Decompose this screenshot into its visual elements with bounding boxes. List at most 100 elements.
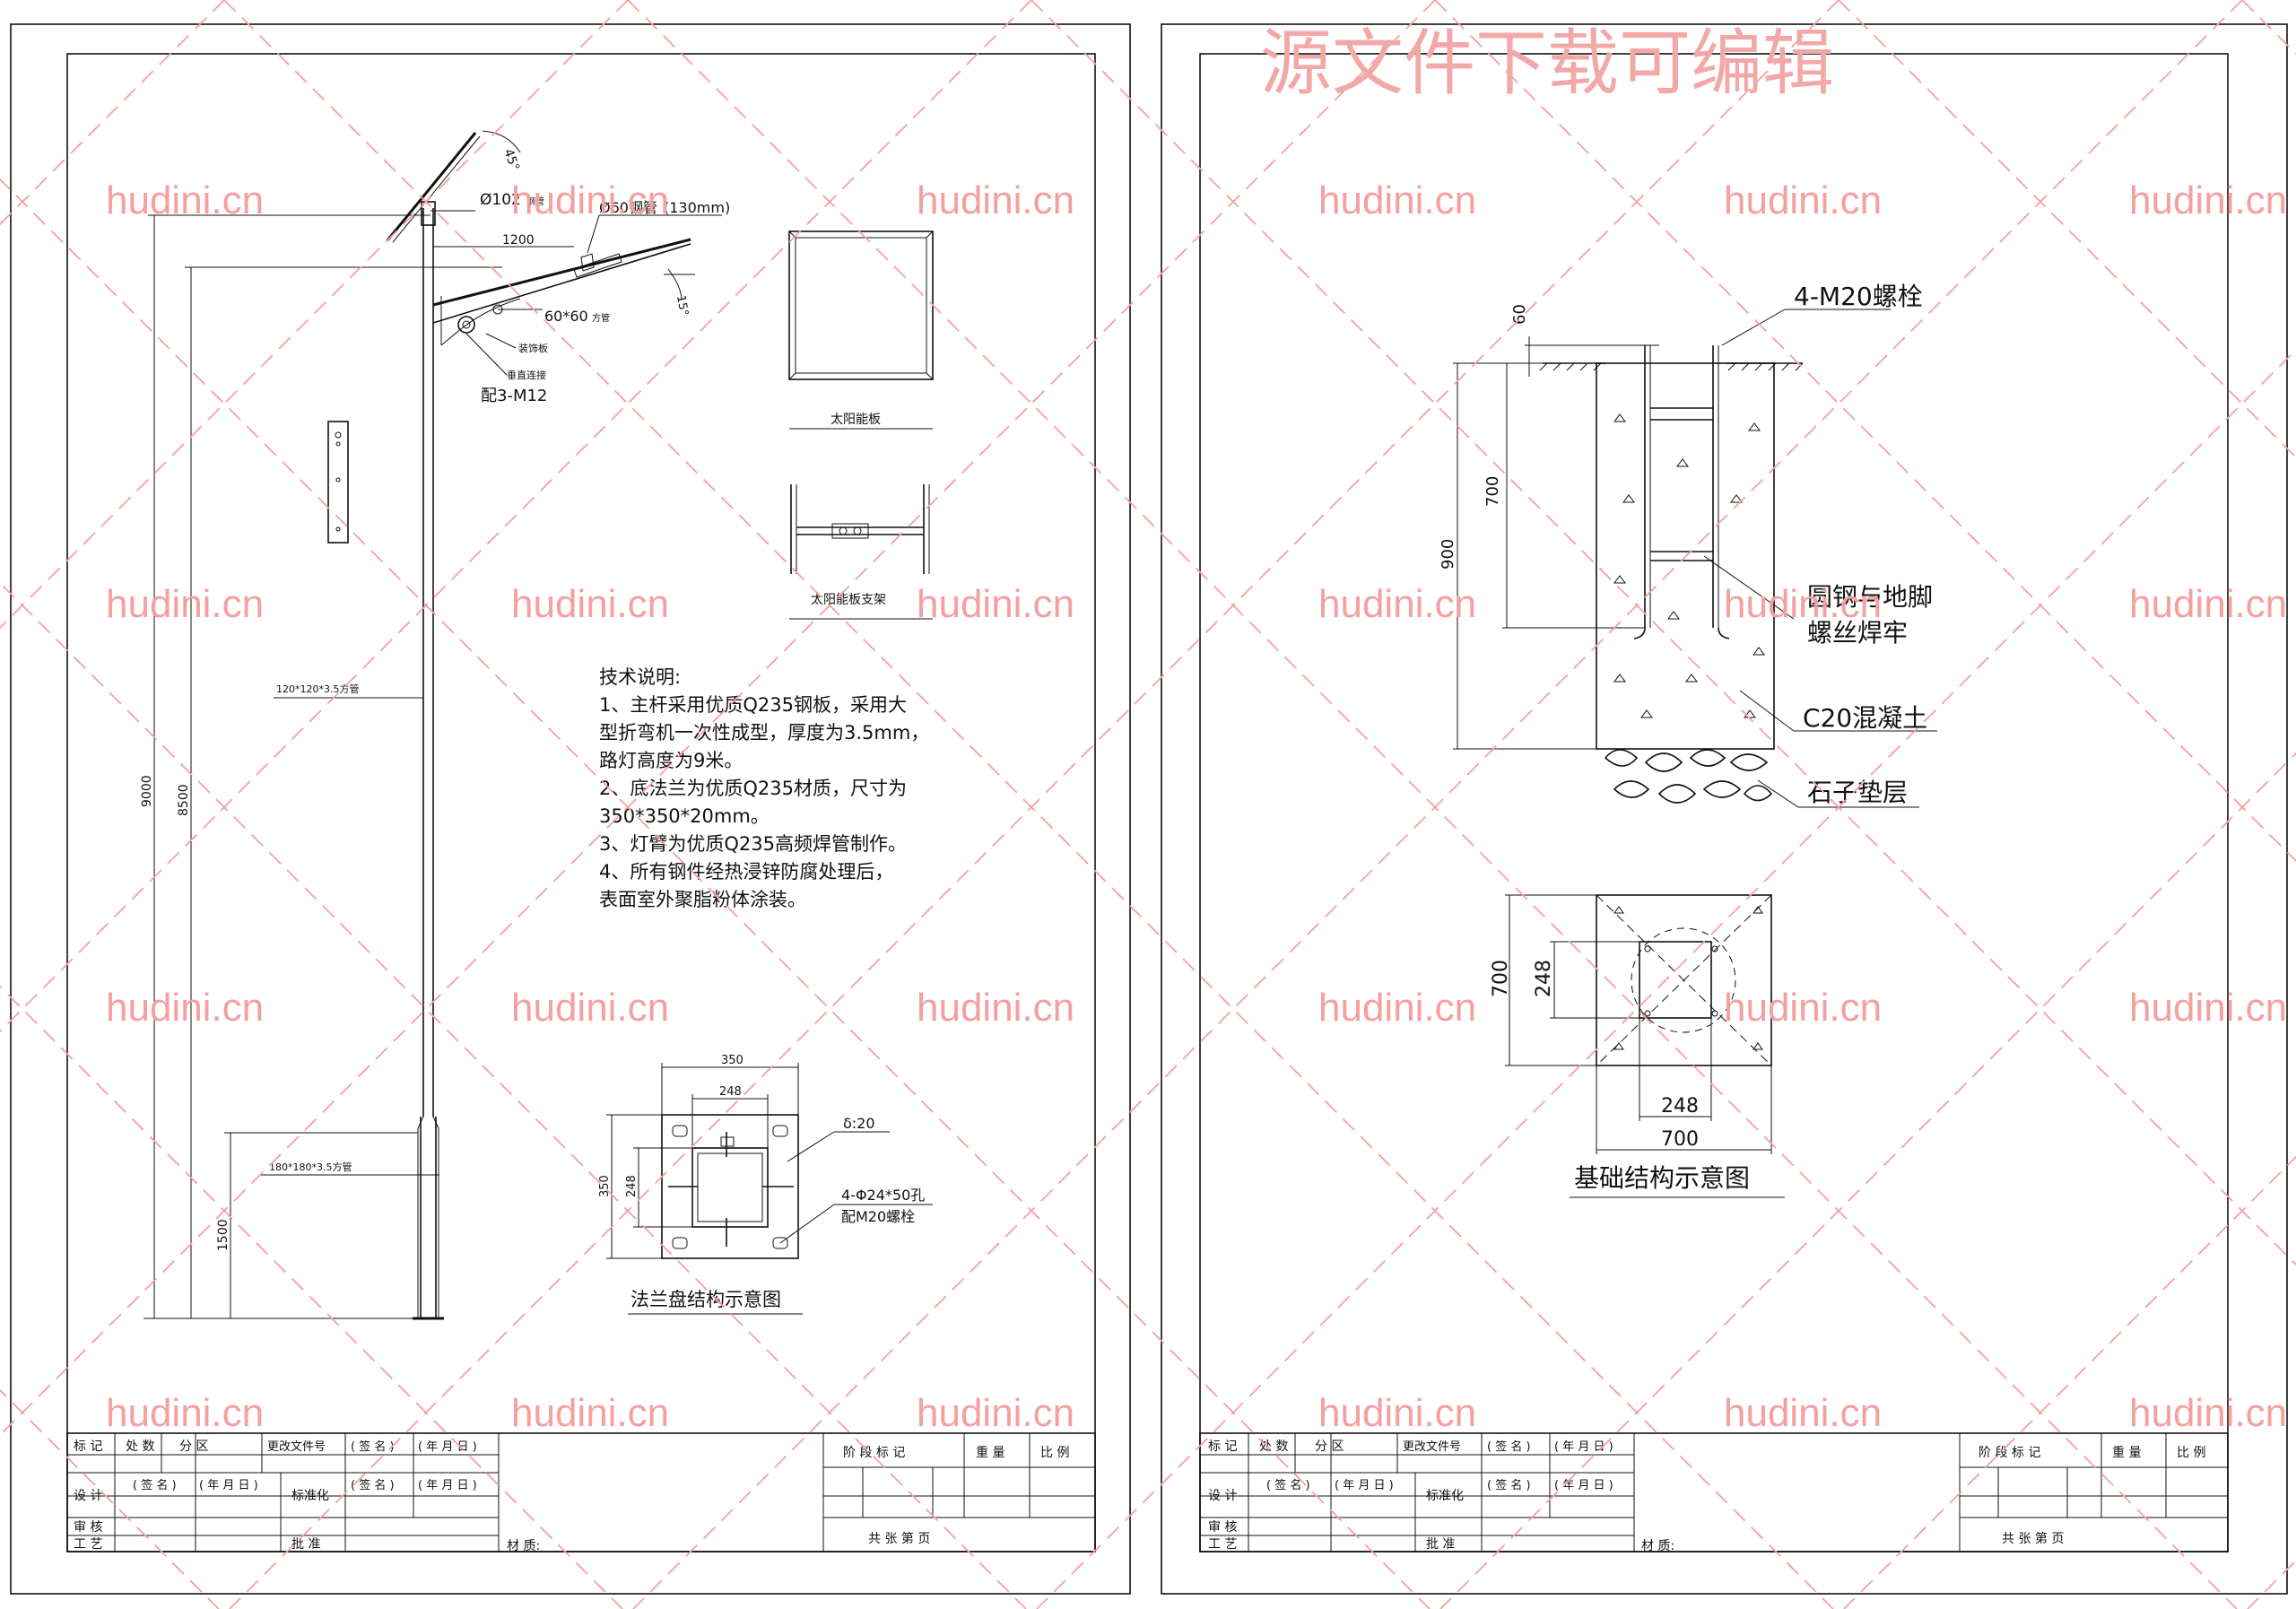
site-watermark: hudini.cn: [511, 986, 669, 1030]
solar-panel-detail: 太阳能板: [788, 230, 934, 430]
solar-bracket-label: 太阳能板支架: [811, 593, 886, 607]
tb-review: 审 核: [74, 1520, 102, 1535]
solar-bracket-detail: 太阳能板支架: [789, 484, 933, 620]
watermark-line: [1843, 1155, 2296, 1609]
watermark-line: [0, 178, 1431, 1609]
watermark-line: [1434, 0, 2296, 863]
flange-thickness-label: δ:20: [843, 1115, 875, 1132]
tb-stage: 阶 段 标 记: [843, 1446, 905, 1460]
flange-detail: 350 248 350 248 δ:20 4-Φ24*50孔 配M20螺栓 法兰…: [598, 1054, 933, 1315]
panel-angle-label: 45°: [500, 147, 522, 173]
watermark-line: [0, 581, 1027, 1609]
tech-line: 350*350*20mm。: [599, 805, 770, 827]
site-watermark: hudini.cn: [917, 178, 1074, 222]
site-watermark: hudini.cn: [106, 178, 264, 222]
lower-tube-label: 180*180*3.5方管: [269, 1161, 352, 1173]
flange-height-248-label: 248: [625, 1175, 639, 1197]
flange-bolt-label: 配M20螺栓: [841, 1208, 915, 1225]
watermark-line: [229, 0, 1839, 1609]
weld-note-line2: 螺丝焊牢: [1807, 618, 1908, 648]
tb-count: 处 数: [1259, 1439, 1288, 1454]
foundation-700-label: 700: [1483, 476, 1502, 507]
tb-design-sign: ( 签 名 ): [1266, 1478, 1310, 1492]
gravel-label: 石子垫层: [1807, 778, 1908, 807]
flange-height-350-label: 350: [598, 1175, 612, 1197]
tech-line: 型折弯机一次性成型，厚度为3.5mm，: [599, 722, 929, 744]
watermark-line: [2247, 1559, 2296, 1609]
solar-panel-label: 太阳能板: [831, 413, 881, 427]
tb-weight: 重 量: [2112, 1446, 2141, 1460]
watermark-line: [0, 0, 1032, 1033]
tb-zone: 分 区: [1315, 1439, 1344, 1454]
site-watermark: hudini.cn: [106, 1391, 264, 1435]
tech-line: 2、底法兰为优质Q235材质，尺寸为: [599, 778, 907, 799]
site-watermark: hudini.cn: [917, 986, 1074, 1030]
site-watermark: hudini.cn: [1724, 986, 1882, 1030]
watermark-line: [0, 985, 623, 1609]
tb-design-date: ( 年 月 日 ): [199, 1479, 258, 1492]
plan-width-248-label: 248: [1661, 1095, 1699, 1118]
tb-std: 标准化: [291, 1489, 329, 1503]
site-watermark: hudini.cn: [1724, 1391, 1882, 1435]
tb-material: 材 质:: [1641, 1539, 1674, 1553]
site-watermark: hudini.cn: [511, 582, 669, 626]
tb-design-date: ( 年 月 日 ): [1335, 1479, 1394, 1492]
watermark-line: [0, 0, 629, 630]
anchor-bolts-label: 4-M20螺栓: [1794, 282, 1923, 311]
tb-weight: 重 量: [976, 1446, 1004, 1460]
site-watermark: hudini.cn: [1724, 178, 1882, 222]
foundation-900-label: 900: [1439, 539, 1457, 570]
site-watermark: hudini.cn: [917, 582, 1074, 626]
tb-material: 材 质:: [507, 1539, 540, 1553]
tb-stage: 阶 段 标 记: [1979, 1446, 2040, 1460]
tb-scale: 比 例: [1040, 1446, 1069, 1460]
upper-tube-label: 120*120*3.5方管: [276, 683, 360, 695]
watermark-line: [1838, 0, 2296, 459]
site-watermark: hudini.cn: [106, 582, 264, 626]
tb-std-date: ( 年 月 日 ): [418, 1479, 477, 1492]
foundation-section: 60 700 900 4-M20螺栓 圆钢与地脚 螺丝焊牢 C20混凝土 石子垫…: [1439, 282, 1937, 808]
site-watermark: hudini.cn: [2129, 1391, 2287, 1435]
site-watermark: hudini.cn: [511, 1391, 669, 1435]
deco-plate-label: 装饰板: [518, 342, 548, 354]
tb-std-date: ( 年 月 日 ): [1554, 1479, 1613, 1492]
watermark-line: [632, 0, 2243, 1609]
bracket-plate-note: 方管: [592, 312, 610, 324]
foundation-title: 基础结构示意图: [1574, 1163, 1750, 1193]
tech-line: 1、主杆采用优质Q235钢板，采用大: [599, 694, 907, 716]
site-watermark: hudini.cn: [106, 986, 264, 1030]
title-block-left: 标 记 处 数 分 区 更改文件号 ( 签 名 ) ( 年 月 日 ) 设 计 …: [66, 1432, 1096, 1553]
tb-date: ( 年 月 日 ): [1554, 1440, 1613, 1454]
tb-design: 设 计: [1208, 1489, 1237, 1503]
title-block-right: 标 记 处 数 分 区 更改文件号 ( 签 名 ) ( 年 月 日 ) 设 计 …: [1199, 1432, 2229, 1553]
watermark-line: [1031, 0, 2296, 1266]
site-watermark: hudini.cn: [1724, 582, 1882, 626]
height-8500-label: 8500: [177, 784, 191, 816]
tb-design: 设 计: [74, 1489, 102, 1503]
tb-review: 审 核: [1208, 1520, 1237, 1535]
tb-approve: 批 准: [291, 1537, 320, 1552]
height-9000-label: 9000: [140, 775, 154, 807]
tb-std-sign: ( 签 名 ): [351, 1478, 395, 1492]
arm-length-label: 1200: [502, 233, 535, 248]
arm-tube-diameter-label: Ø60钢管: [599, 199, 657, 216]
foundation-60-label: 60: [1510, 304, 1529, 325]
tb-docno: 更改文件号: [1403, 1440, 1461, 1454]
flange-width-350-label: 350: [721, 1054, 744, 1067]
tb-sheets: 共 张 第 页: [868, 1531, 930, 1546]
site-watermark: hudini.cn: [1318, 178, 1476, 222]
tb-sheets: 共 张 第 页: [2002, 1531, 2064, 1546]
tb-approve: 批 准: [1426, 1537, 1455, 1552]
pole-elevation: 45° Ø102 钢管 1200 Ø60钢管 (130mm) 15° 60*60…: [140, 130, 730, 1320]
site-watermark: hudini.cn: [2129, 986, 2287, 1030]
technical-notes: 技术说明: 1、主杆采用优质Q235钢板，采用大 型折弯机一次性成型，厚度为3.…: [599, 666, 929, 910]
concrete-label: C20混凝土: [1803, 703, 1927, 733]
site-watermark: hudini.cn: [1318, 1391, 1476, 1435]
tech-title: 技术说明:: [599, 666, 681, 688]
tb-scale: 比 例: [2177, 1446, 2205, 1460]
plan-height-700-label: 700: [1490, 960, 1512, 997]
tb-std: 标准化: [1426, 1489, 1464, 1503]
sheet-right-frame: [1161, 23, 2288, 1595]
